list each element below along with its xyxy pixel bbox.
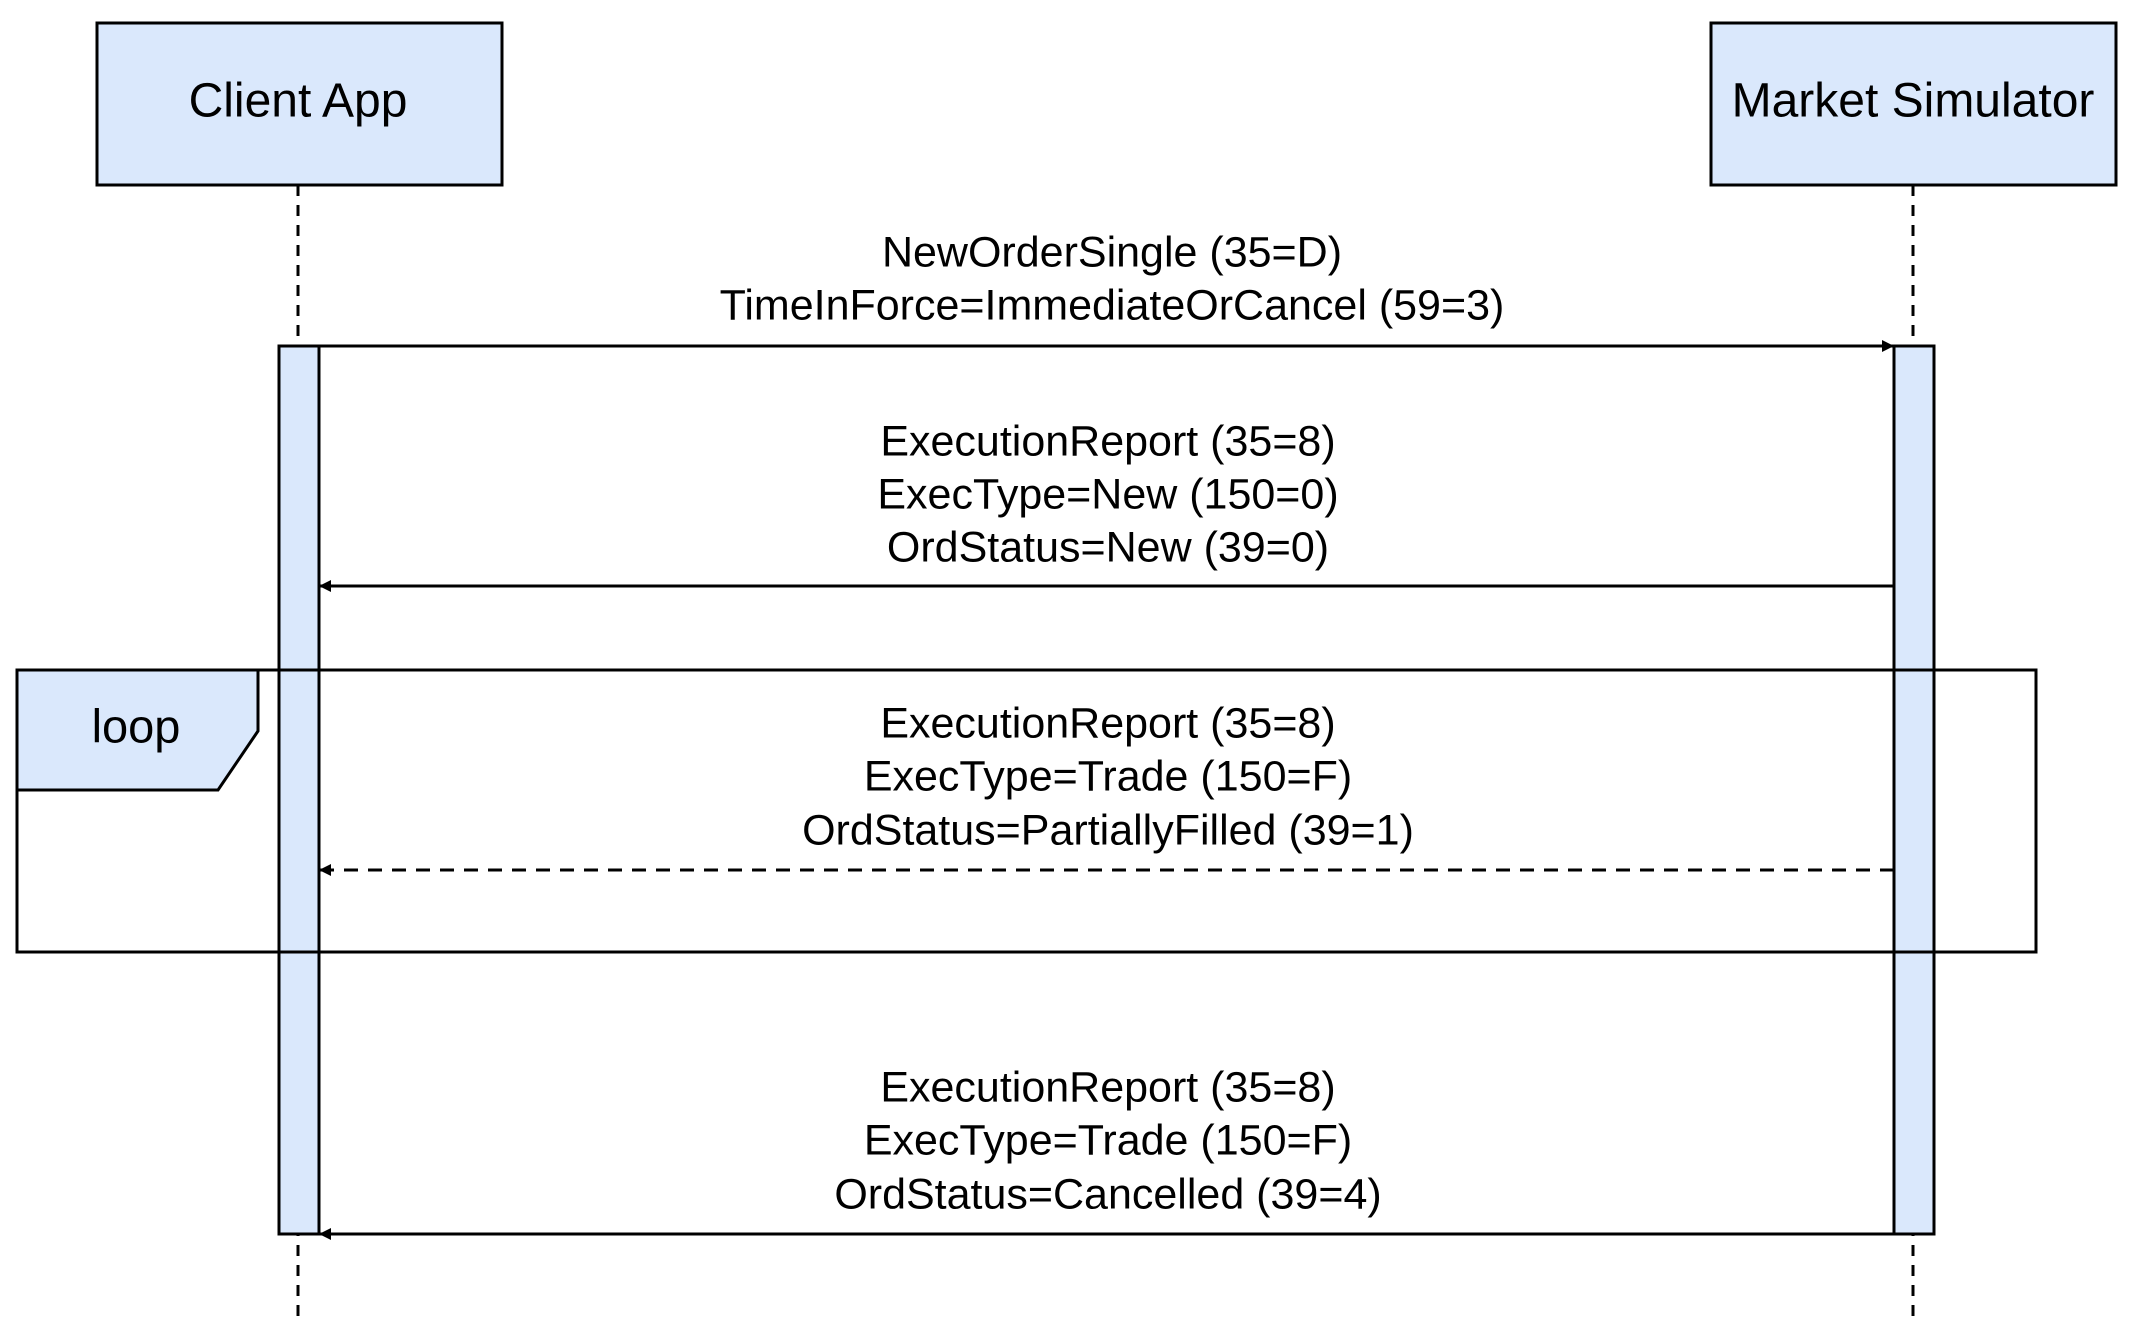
message-label-line: OrdStatus=New (39=0)	[887, 523, 1329, 571]
participant-box-market	[1709, 21, 2118, 187]
message-label-line: OrdStatus=Cancelled (39=4)	[834, 1170, 1381, 1218]
message-label-line: ExecType=Trade (150=F)	[864, 752, 1352, 800]
participant-box-client	[95, 21, 504, 187]
participant-market: Market Simulator	[1709, 21, 2118, 187]
message-new-order-single: NewOrderSingle (35=D) TimeInForce=Immedi…	[319, 228, 1894, 352]
message-execution-report-new: ExecutionReport (35=8) ExecType=New (150…	[319, 417, 1894, 592]
message-label-line: ExecutionReport (35=8)	[880, 1063, 1335, 1111]
participant-label-client: Client App	[189, 75, 408, 128]
message-label-line: ExecutionReport (35=8)	[880, 417, 1335, 465]
loop-frame-label: loop	[92, 699, 181, 752]
message-execution-report-partial: ExecutionReport (35=8) ExecType=Trade (1…	[319, 699, 1894, 876]
loop-frame-tab	[15, 668, 260, 792]
message-label-line: ExecutionReport (35=8)	[880, 699, 1335, 747]
participant-client: Client App	[95, 21, 504, 187]
activation-bar-client	[277, 344, 321, 1236]
message-label-line: OrdStatus=PartiallyFilled (39=1)	[802, 806, 1414, 854]
participant-label-market: Market Simulator	[1732, 75, 2095, 128]
loop-frame: loop	[15, 668, 2038, 954]
message-label-line: TimeInForce=ImmediateOrCancel (59=3)	[720, 281, 1505, 329]
loop-frame-border	[15, 668, 2038, 954]
message-execution-report-cancelled: ExecutionReport (35=8) ExecType=Trade (1…	[319, 1063, 1894, 1240]
message-label-line: NewOrderSingle (35=D)	[882, 228, 1342, 276]
message-label-line: ExecType=New (150=0)	[877, 470, 1338, 518]
activation-bar-market	[1892, 344, 1936, 1236]
message-label-line: ExecType=Trade (150=F)	[864, 1116, 1352, 1164]
